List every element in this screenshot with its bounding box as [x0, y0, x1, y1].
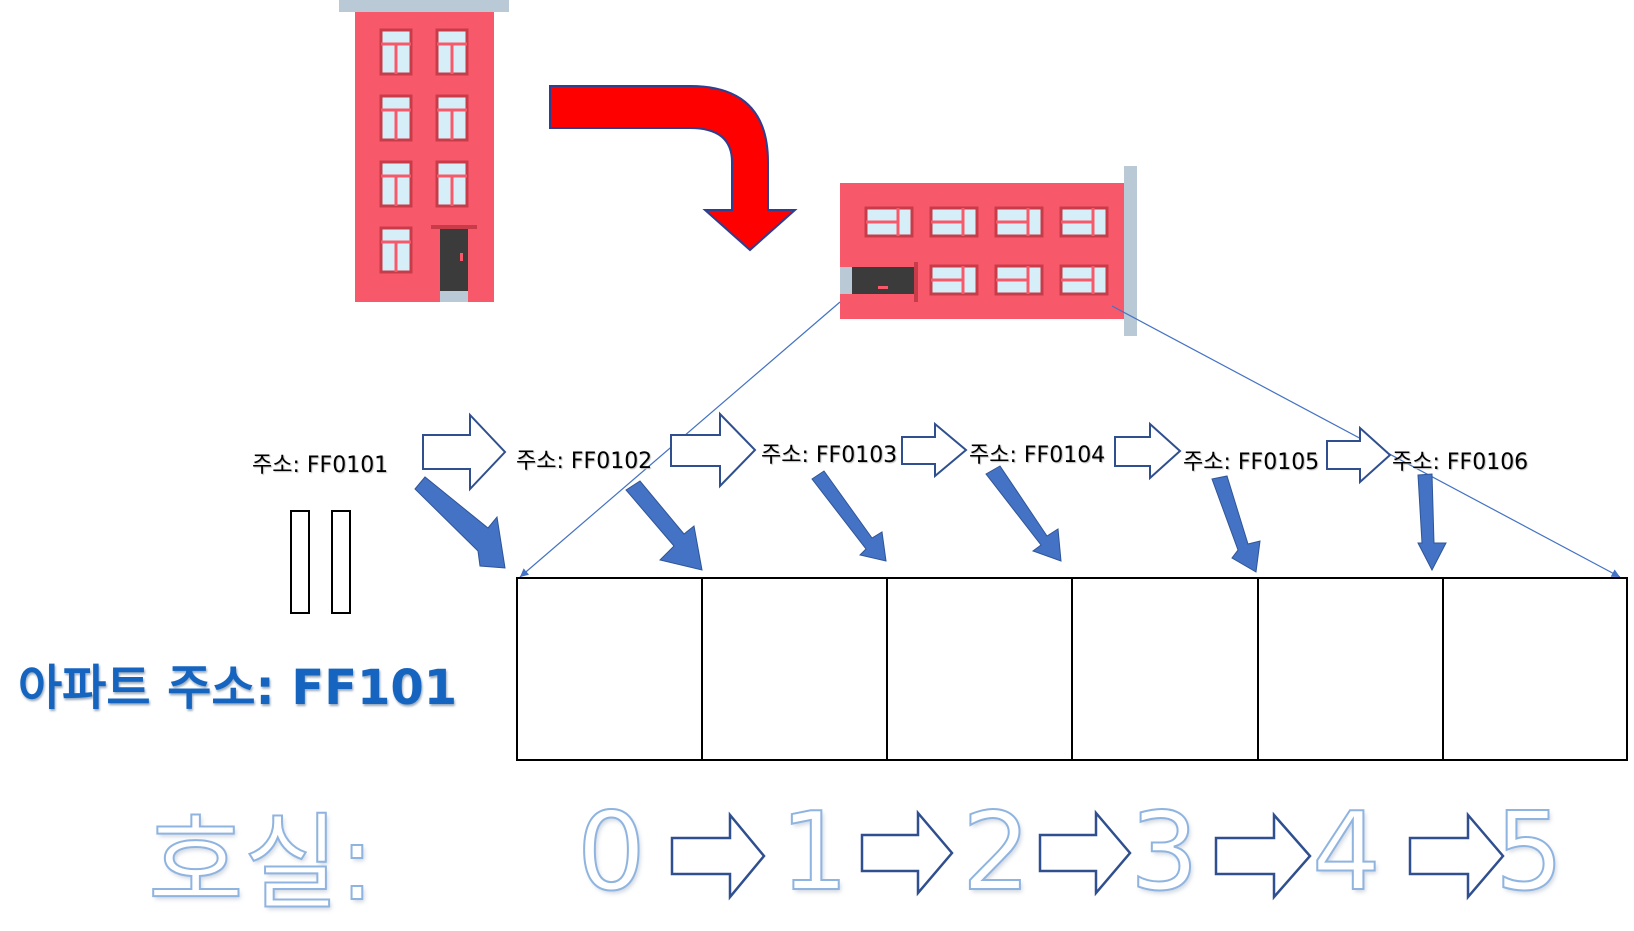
right-arrow-icon: [860, 809, 954, 897]
down-arrow-icon: [1417, 473, 1447, 572]
memory-cell: [516, 577, 703, 761]
right-arrow-icon: [670, 811, 766, 901]
room-arrows: [670, 809, 1505, 901]
address-label: 주소: FF0104: [969, 443, 1106, 468]
room-number: 0: [576, 789, 647, 916]
address-label: 주소: FF0103: [761, 443, 898, 468]
memory-cell: [1071, 577, 1259, 761]
memory-cell: [701, 577, 888, 761]
equals-bar: [290, 510, 310, 614]
address-label: 주소: FF0101: [252, 453, 389, 478]
memory-cell: [1442, 577, 1628, 761]
down-right-arrow-icon: [625, 480, 703, 571]
vertical-building-icon: [339, 0, 509, 302]
right-arrow-icon: [1408, 811, 1505, 901]
memory-cell: [886, 577, 1073, 761]
rotate-arrow-icon: [549, 85, 798, 252]
address-label: 주소: FF0106: [1392, 450, 1529, 475]
apartment-address: 아파트 주소: FF101: [18, 660, 458, 716]
right-arrow-icon: [422, 412, 507, 492]
pointer-arrows: [414, 465, 1447, 573]
right-arrow-icon: [1214, 811, 1312, 901]
address-arrows: [422, 411, 1392, 492]
horizontal-building-icon: [840, 166, 1137, 336]
down-arrow-icon: [1211, 475, 1261, 573]
room-number: 1: [779, 789, 850, 916]
right-arrow-icon: [1114, 421, 1182, 481]
address-label: 주소: FF0102: [516, 449, 653, 474]
address-label: 주소: FF0105: [1183, 450, 1320, 475]
room-number: 3: [1129, 789, 1200, 916]
down-right-arrow-icon: [985, 465, 1062, 562]
room-number: 4: [1311, 789, 1382, 916]
right-arrow-icon: [901, 421, 968, 479]
right-arrow-icon: [1038, 809, 1132, 897]
room-number: 5: [1494, 789, 1565, 916]
room-label: 호실:: [147, 801, 375, 925]
memory-cell: [1257, 577, 1444, 761]
right-arrow-icon: [1326, 425, 1392, 485]
equals-bar: [331, 510, 351, 614]
room-number: 2: [961, 789, 1032, 916]
down-right-arrow-icon: [811, 470, 887, 562]
right-arrow-icon: [670, 411, 757, 489]
down-right-arrow-icon: [414, 476, 506, 569]
